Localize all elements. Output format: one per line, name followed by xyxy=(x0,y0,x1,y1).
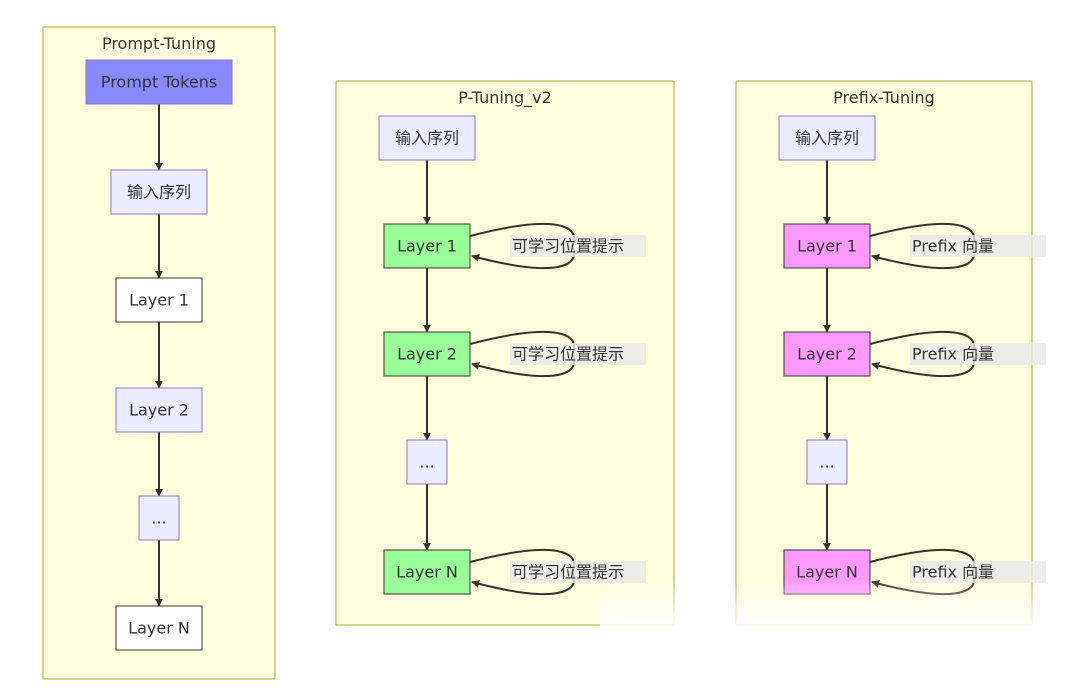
self-loop-pf-layer-1: Prefix 向量 xyxy=(869,222,1046,270)
node-box xyxy=(85,59,233,105)
self-loop-pv2-layer-n: 可学习位置提示 xyxy=(469,548,646,596)
panel-title: Prefix-Tuning xyxy=(833,88,935,107)
node-box xyxy=(806,439,848,485)
node-label: 输入序列 xyxy=(127,183,191,202)
loop-label-background xyxy=(510,561,646,583)
node-box xyxy=(115,605,203,651)
node-pf-input-seq: 输入序列 xyxy=(778,115,876,161)
node-pv2-ellipsis: ... xyxy=(406,439,448,485)
loop-label-background xyxy=(510,343,646,365)
node-box xyxy=(406,439,448,485)
self-loop-pv2-layer-2: 可学习位置提示 xyxy=(469,330,646,378)
loop-label-background xyxy=(910,561,1046,583)
node-pv2-layer-2: Layer 2 xyxy=(383,331,471,377)
node-label: Layer 2 xyxy=(797,345,857,364)
node-box xyxy=(783,223,871,269)
node-label: Layer 1 xyxy=(797,237,857,256)
loop-label: 可学习位置提示 xyxy=(512,345,624,364)
node-label: Layer N xyxy=(396,563,458,582)
node-pf-ellipsis: ... xyxy=(806,439,848,485)
node-pv2-layer-n: Layer N xyxy=(383,549,471,595)
node-box xyxy=(115,277,203,323)
node-box xyxy=(378,115,476,161)
node-label: Layer 2 xyxy=(397,345,457,364)
node-box xyxy=(778,115,876,161)
loop-label: 可学习位置提示 xyxy=(512,563,624,582)
node-label: Layer N xyxy=(128,619,190,638)
node-box xyxy=(383,549,471,595)
node-box xyxy=(138,495,180,541)
node-label: ... xyxy=(419,453,434,472)
panel-title: P-Tuning_v2 xyxy=(458,88,552,108)
node-pt-layer-n: Layer N xyxy=(115,605,203,651)
loop-label-background xyxy=(910,343,1046,365)
node-pf-layer-1: Layer 1 xyxy=(783,223,871,269)
node-label: Layer 1 xyxy=(129,291,189,310)
node-pf-layer-2: Layer 2 xyxy=(783,331,871,377)
node-label: 输入序列 xyxy=(395,129,459,148)
node-pt-layer-1: Layer 1 xyxy=(115,277,203,323)
self-loop-pf-layer-2: Prefix 向量 xyxy=(869,330,1046,378)
node-box xyxy=(383,223,471,269)
node-label: ... xyxy=(151,509,166,528)
node-box xyxy=(783,331,871,377)
panel-title: Prompt-Tuning xyxy=(102,34,216,53)
loop-label: 可学习位置提示 xyxy=(512,237,624,256)
node-box xyxy=(115,387,203,433)
loop-label: Prefix 向量 xyxy=(912,563,994,582)
node-pv2-input-seq: 输入序列 xyxy=(378,115,476,161)
node-box xyxy=(110,169,208,215)
loop-label-background xyxy=(910,235,1046,257)
node-label: 输入序列 xyxy=(795,129,859,148)
node-pf-layer-n: Layer N xyxy=(783,549,871,595)
self-loop-pv2-layer-1: 可学习位置提示 xyxy=(469,222,646,270)
node-pt-prompt-tokens: Prompt Tokens xyxy=(85,59,233,105)
node-label: Layer 2 xyxy=(129,401,189,420)
node-pt-layer-2: Layer 2 xyxy=(115,387,203,433)
node-label: ... xyxy=(819,453,834,472)
loop-label: Prefix 向量 xyxy=(912,237,994,256)
loop-label: Prefix 向量 xyxy=(912,345,994,364)
loop-label-background xyxy=(510,235,646,257)
node-pv2-layer-1: Layer 1 xyxy=(383,223,471,269)
node-label: Layer N xyxy=(796,563,858,582)
node-pt-input-seq: 输入序列 xyxy=(110,169,208,215)
node-label: Layer 1 xyxy=(397,237,457,256)
node-pt-ellipsis: ... xyxy=(138,495,180,541)
node-label: Prompt Tokens xyxy=(101,73,217,92)
node-box xyxy=(383,331,471,377)
